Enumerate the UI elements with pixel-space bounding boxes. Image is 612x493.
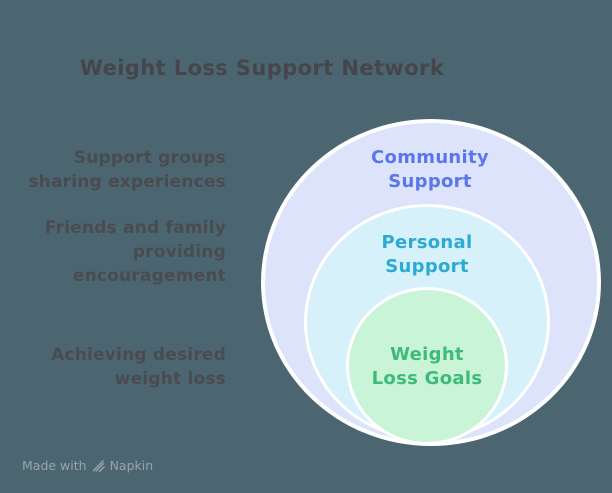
page-title: Weight Loss Support Network [79,56,445,80]
circle-label-weight-loss-goals: Weight Loss Goals [371,344,483,389]
annotation-weight-loss-goals: Achieving desired weight loss [51,345,226,389]
circle-label-community-support: Community Support [371,147,489,192]
watermark-brand: Napkin [109,458,154,473]
circle-weight-loss-goals [346,287,508,445]
circle-label-personal-support: Personal Support [381,232,473,277]
napkin-logo-icon [92,459,105,472]
annotation-personal-support: Friends and family providing encourageme… [44,218,226,286]
watermark-prefix: Made with [22,458,87,473]
watermark: Made with Napkin [22,458,153,473]
annotation-community-support: Support groups sharing experiences [28,148,226,192]
